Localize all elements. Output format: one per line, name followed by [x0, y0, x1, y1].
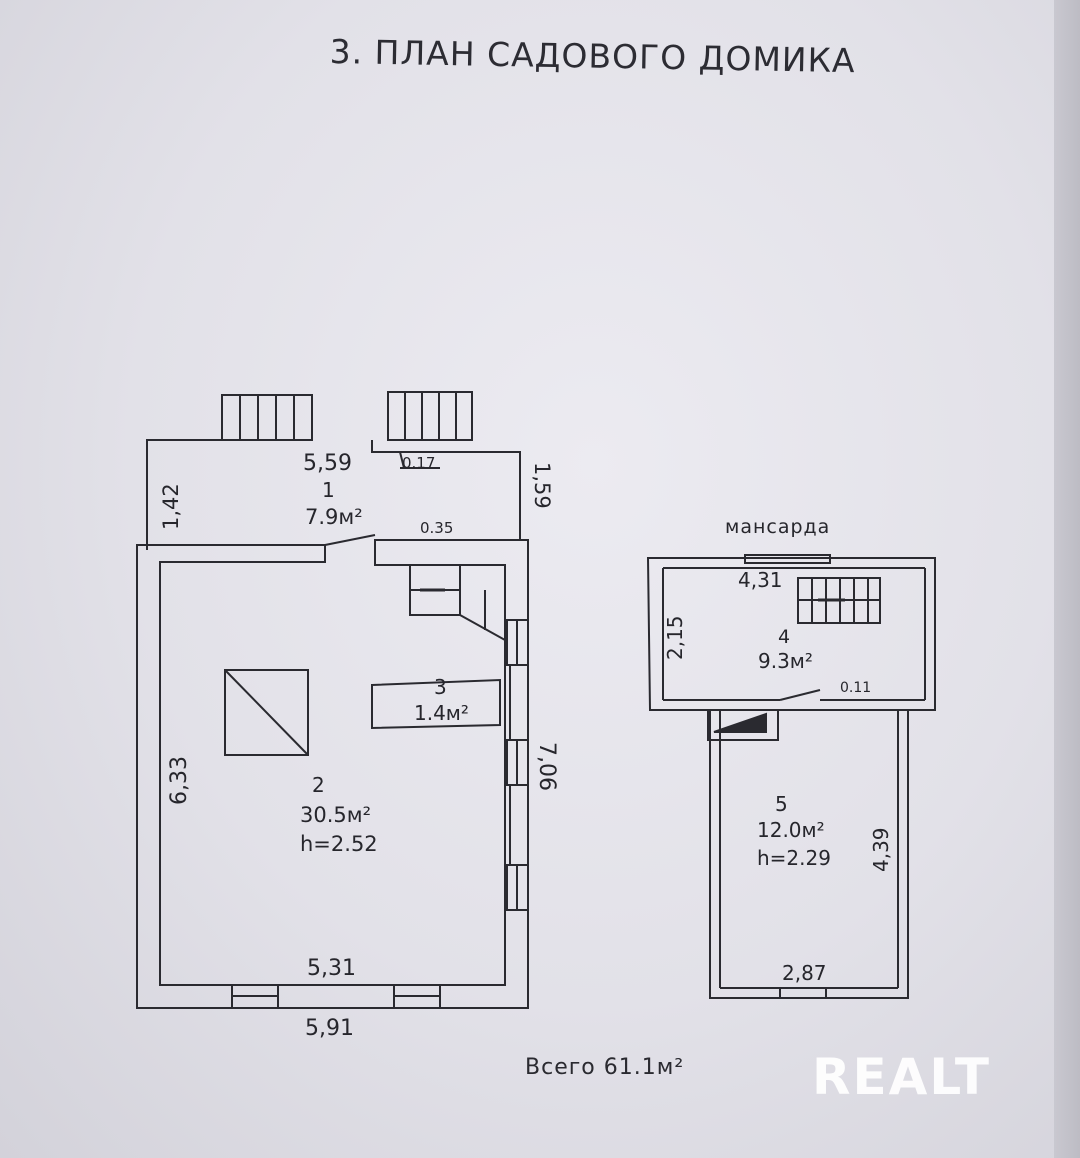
- room-3-number: 3: [434, 675, 447, 699]
- attic-dim-door-gap: 0.11: [840, 680, 871, 696]
- stove: [224, 669, 309, 756]
- room-1-area: 7.9м²: [305, 505, 363, 529]
- house-exterior-wall-right: [374, 539, 529, 1009]
- attic-dim-top-width: 4,31: [738, 568, 783, 592]
- attic-window-top: [744, 554, 831, 564]
- dim-inner-width: 5,31: [307, 956, 356, 981]
- dim-right-height: 7,06: [534, 742, 559, 791]
- dim-step-width: 0.17: [402, 454, 435, 472]
- house-exterior-wall: [136, 544, 326, 1009]
- porch-outline-right: [371, 440, 521, 540]
- room-4-number: 4: [778, 626, 790, 648]
- wall-bottom-middle: [277, 984, 395, 1009]
- porch-step-left: [221, 394, 313, 441]
- dim-top-width: 5,59: [303, 451, 352, 476]
- closet-room-3: [371, 678, 501, 730]
- dim-outer-width: 5,91: [305, 1016, 354, 1041]
- room-5-number: 5: [775, 792, 788, 816]
- dim-porch-depth-right: 1,59: [530, 462, 554, 509]
- window-right-4: [509, 784, 529, 866]
- room-3-area: 1.4м²: [414, 701, 469, 725]
- attic-dim-bottom-width: 2,87: [782, 961, 827, 985]
- room-5-area: 12.0м²: [757, 818, 825, 842]
- room-2-area: 30.5м²: [300, 803, 371, 827]
- dim-left-height: 6,33: [167, 756, 192, 805]
- stairs-ground: [409, 565, 506, 641]
- room-4-area: 9.3м²: [758, 649, 813, 673]
- total-area: Всего 61.1м²: [525, 1055, 685, 1080]
- porch-step-right: [387, 391, 473, 441]
- paper-edge: [1054, 0, 1080, 1158]
- attic-label: мансарда: [725, 516, 830, 538]
- realt-logo-watermark: REALT: [812, 1048, 992, 1106]
- attic-dim-left-height: 2,15: [663, 615, 687, 660]
- attic-window-bottom: [779, 987, 827, 999]
- room-5-height: h=2.29: [757, 846, 831, 870]
- room-2-height: h=2.52: [300, 832, 378, 856]
- window-right-2: [509, 664, 529, 741]
- dim-porch-depth-left: 1,42: [159, 483, 183, 530]
- room-1-number: 1: [322, 478, 335, 502]
- dim-door-gap: 0.35: [420, 519, 453, 537]
- attic-dim-right-height: 4,39: [869, 827, 893, 872]
- roof-hatch: [707, 709, 779, 741]
- roof-hatch-marker: [713, 712, 767, 733]
- room-2-number: 2: [312, 773, 325, 797]
- attic-upper-wall: [646, 557, 936, 711]
